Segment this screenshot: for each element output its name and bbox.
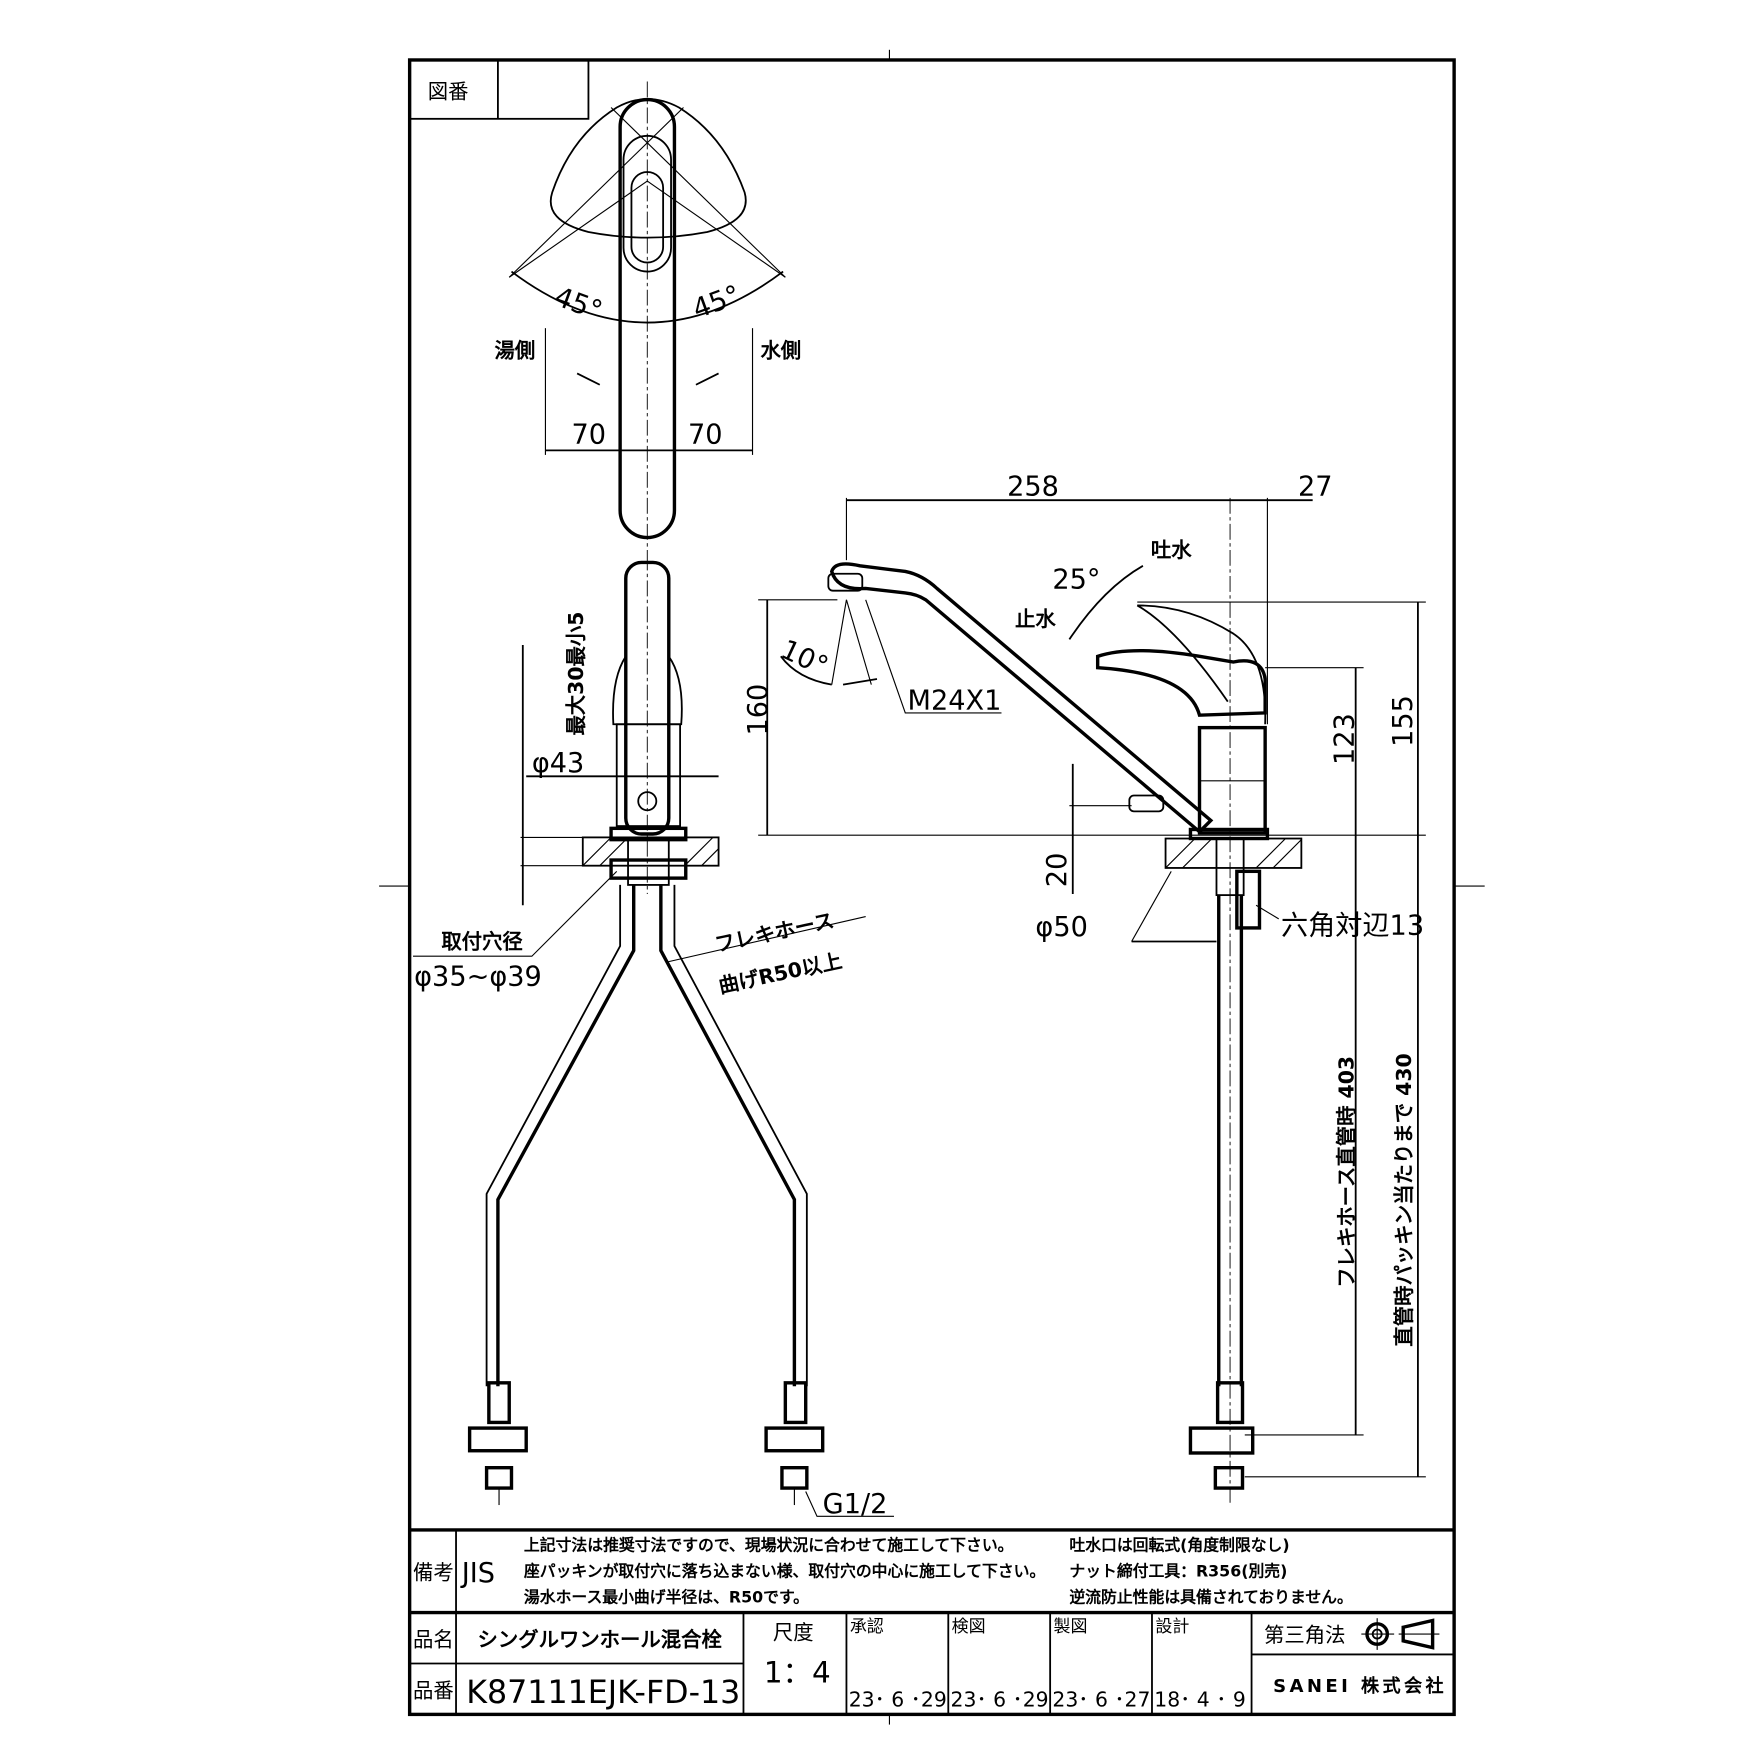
approval-label: 承認: [850, 1617, 884, 1637]
mount-hole-diameter: φ35~φ39: [414, 962, 542, 993]
design-label: 設計: [1155, 1617, 1189, 1637]
dim-70-left: 70: [571, 420, 606, 451]
top-view: 45° 45° 湯側 水側 70 70: [495, 81, 801, 555]
registration-marks: [379, 49, 1485, 1725]
drawing-frame: [407, 58, 1456, 1717]
product-number-label: 品番: [413, 1678, 454, 1702]
fitting-right: [764, 1381, 825, 1506]
projection-method: 第三角法: [1264, 1623, 1345, 1647]
notes-block: 備考 JIS 上記寸法は推奨寸法ですので、現場状況に合わせて施工して下さい。 座…: [409, 1528, 1455, 1715]
dim-20: 20: [1042, 853, 1073, 888]
draft-date: 23･ 6 ･27: [1052, 1687, 1150, 1711]
note-right-3: 逆流防止性能は具備されておりません。: [1069, 1587, 1352, 1606]
mount-hole-label: 取付穴径: [441, 929, 522, 953]
cold-side-label: 水側: [760, 339, 801, 363]
check-date: 23･ 6 ･29: [951, 1687, 1049, 1711]
note-left-3: 湯水ホース最小曲げ半径は、R50です。: [524, 1587, 809, 1606]
notes-label: 備考: [413, 1561, 454, 1585]
hose-bend-radius: 曲げR50以上: [716, 949, 844, 999]
dim-155: 155: [1388, 695, 1419, 747]
angle-left-45: 45°: [550, 281, 606, 327]
angle-right-45: 45°: [689, 280, 745, 326]
dim-160: 160: [743, 684, 774, 736]
hex-size-label: 六角対辺13: [1281, 911, 1424, 942]
dim-27: 27: [1298, 472, 1333, 503]
height-range: 最大30最小5: [564, 612, 588, 736]
third-angle-projection-icon: [1361, 1618, 1440, 1650]
lever-angle-25: 25°: [1052, 564, 1100, 595]
dim-70-right: 70: [688, 420, 723, 451]
base-diameter-50: φ50: [1035, 912, 1087, 943]
note-right-2: ナット締付工具：R356(別売): [1069, 1561, 1287, 1580]
company-name: SANEI 株式会社: [1273, 1675, 1447, 1697]
check-label: 検図: [952, 1617, 986, 1637]
spout-open-label: 吐水: [1151, 538, 1192, 562]
draft-label: 製図: [1054, 1617, 1088, 1637]
thread-g12: G1/2: [823, 1489, 888, 1520]
scale-value: 1：4: [764, 1656, 831, 1690]
dim-123: 123: [1329, 713, 1360, 765]
product-name: シングルワンホール混合栓: [478, 1627, 723, 1651]
drawing-number-label: 図番: [428, 79, 469, 103]
diameter-43: φ43: [532, 748, 584, 779]
hose-label: フレキホース: [713, 908, 836, 957]
note-left-1: 上記寸法は推奨寸法ですので、現場状況に合わせて施工して下さい。: [524, 1535, 1014, 1554]
design-date: 18･ 4 ･ 9: [1154, 1687, 1246, 1711]
scale-label: 尺度: [773, 1621, 814, 1645]
packing-length-430: 直管時パッキン当たりまで 430: [1392, 1053, 1416, 1346]
front-view: 最大30最小5 φ43 取付穴径 φ35~φ39 フレキホース 曲げR50以上 …: [413, 554, 894, 1520]
drawing-number-box: 図番: [408, 59, 590, 120]
aerator-thread: M24X1: [908, 686, 1002, 717]
dim-258: 258: [1007, 472, 1059, 503]
aerator-angle-10: 10°: [776, 634, 833, 682]
standard-jis: JIS: [460, 1558, 495, 1589]
fitting-left: [467, 1381, 528, 1506]
side-view: 258 27 吐水 25° 止水 10° M24X1 160 123 155 2…: [743, 472, 1426, 1506]
note-right-1: 吐水口は回転式(角度制限なし): [1069, 1535, 1289, 1554]
approval-date: 23･ 6 ･29: [849, 1687, 947, 1711]
product-name-label: 品名: [413, 1627, 454, 1651]
hot-side-label: 湯側: [495, 339, 536, 363]
note-left-2: 座パッキンが取付穴に落ち込まない様、取付穴の中心に施工して下さい。: [523, 1561, 1045, 1580]
product-number: K87111EJK-FD-13: [466, 1675, 740, 1711]
hose-length-403: フレキホース直管時 403: [1334, 1056, 1358, 1288]
title-block: 品名 シングルワンホール混合栓 品番 K87111EJK-FD-13 尺度 1：…: [409, 1610, 1455, 1715]
spout-stop-label: 止水: [1015, 607, 1056, 631]
